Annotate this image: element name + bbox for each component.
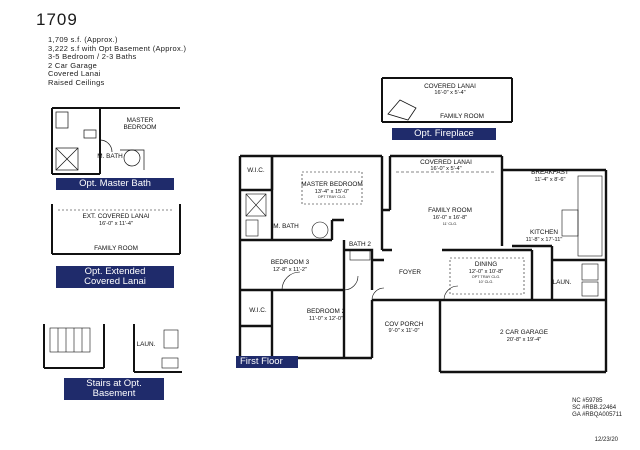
cov-porch-name: COV PORCH: [385, 321, 424, 328]
wic-label: W.I.C.: [247, 167, 265, 174]
family-room-note: 11' CLG.: [443, 222, 458, 226]
first-floor-caption: First Floor: [236, 356, 298, 368]
laundry-label: LAUN.: [553, 279, 572, 286]
opt-fireplace-drawing: COVERED LANAI 16'-0" x 5'-4" FAMILY ROOM: [381, 77, 513, 123]
spec-line: 2 Car Garage: [48, 60, 98, 70]
breakfast-dims: 11'-4" x 8'-6": [535, 177, 566, 183]
bedroom3-dims: 12'-8" x 11'-2": [273, 267, 307, 273]
opt-extended-lanai-drawing: EXT. COVERED LANAI 16'-0" x 11'-4" FAMIL…: [51, 204, 181, 255]
dining-note: 10' CLG.: [479, 280, 494, 284]
dining-note: OPT TRAY CLG.: [472, 275, 500, 279]
first-floor-plan: W.I.C. MASTER BEDROOM 13'-4" x 15'-0" OP…: [238, 154, 608, 374]
caption-line: Stairs at Opt.: [86, 378, 142, 389]
foyer-label: FOYER: [399, 269, 421, 276]
master-bedroom-dims: 13'-4" x 15'-0": [315, 189, 349, 195]
m-bath-label: M. BATH: [273, 223, 299, 230]
opt-fireplace-caption: Opt. Fireplace: [392, 128, 496, 140]
license-code: GA #RBQA005711: [572, 412, 622, 418]
family-room-dims: 16'-0" x 16'-8": [433, 215, 467, 221]
opt-master-bath-caption: Opt. Master Bath: [56, 178, 174, 190]
revision-date: 12/23/20: [594, 437, 618, 443]
ext-lanai-label: EXT. COVERED LANAI: [82, 213, 149, 220]
caption-line: Covered Lanai: [84, 276, 146, 287]
spec-line: 3,222 s.f with Opt Basement (Approx.): [48, 43, 187, 53]
master-bedroom-name: MASTER BEDROOM: [301, 181, 362, 188]
kitchen-name: KITCHEN: [530, 229, 558, 236]
bedroom2-dims: 11'-0" x 12'-0": [309, 316, 343, 322]
spec-line: 3-5 Bedroom / 2-3 Baths: [48, 52, 137, 62]
spec-line: 1,709 s.f. (Approx.): [48, 35, 118, 44]
bath2-label: BATH 2: [349, 241, 371, 248]
master-bedroom-note: OPT TRAY CLG.: [318, 195, 346, 199]
bedroom3-name: BEDROOM 3: [271, 259, 310, 266]
opt-stairs-drawing: LAUN.: [43, 324, 182, 373]
license-code: SC #RBB.22464: [572, 405, 617, 411]
spec-line: Covered Lanai: [48, 69, 101, 79]
dining-dims: 12'-0" x 10'-8": [469, 269, 503, 275]
master-bedroom-label: MASTER: [127, 117, 154, 124]
bedroom2-name: BEDROOM 2: [307, 308, 346, 315]
opt-extended-lanai-caption: Opt. Extended Covered Lanai: [56, 266, 174, 288]
kitchen-dims: 11'-8" x 17'-11": [526, 237, 563, 243]
family-room-label: FAMILY ROOM: [94, 245, 138, 252]
opt-master-bath-drawing: MASTER BEDROOM M. BATH: [51, 107, 180, 175]
master-bedroom-label: BEDROOM: [123, 124, 156, 131]
caption-line: Basement: [92, 388, 136, 399]
plan-title: 1709: [36, 10, 78, 29]
ext-lanai-dims: 16'-0" x 11'-4": [99, 221, 133, 227]
covered-lanai-name: COVERED LANAI: [420, 159, 472, 166]
cov-porch-dims: 9'-0" x 11'-0": [389, 328, 420, 334]
plan-specs: 1,709 s.f. (Approx.) 3,222 s.f with Opt …: [48, 35, 187, 88]
laundry-label: LAUN.: [137, 341, 156, 348]
m-bath-label: M. BATH: [97, 153, 123, 160]
garage-dims: 20'-8" x 19'-4": [507, 337, 541, 343]
license-code: NC #59785: [572, 398, 603, 404]
wic2-label: W.I.C.: [249, 307, 267, 314]
fireplace-lanai-label: COVERED LANAI: [424, 83, 476, 90]
garage-name: 2 CAR GARAGE: [500, 329, 548, 336]
covered-lanai-dims: 16'-0" x 5'-4": [430, 166, 461, 172]
breakfast-name: BREAKFAST: [531, 169, 569, 176]
dining-name: DINING: [475, 261, 497, 268]
caption-line: Opt. Extended: [84, 266, 146, 277]
fireplace-lanai-dims: 16'-0" x 5'-4": [434, 90, 465, 96]
spec-line: Raised Ceilings: [48, 77, 105, 87]
license-codes: NC #59785 SC #RBB.22464 GA #RBQA005711: [572, 398, 622, 419]
fireplace-family-room-label: FAMILY ROOM: [440, 113, 484, 120]
opt-stairs-caption: Stairs at Opt. Basement: [64, 378, 164, 400]
family-room-name: FAMILY ROOM: [428, 207, 472, 214]
